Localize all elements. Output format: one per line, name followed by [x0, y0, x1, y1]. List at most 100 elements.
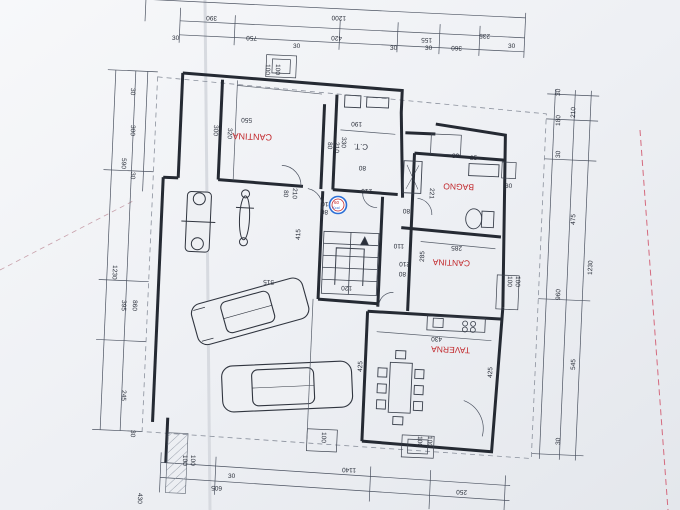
dim-bottom-605: 605	[211, 484, 222, 491]
dim-inner-80e: 80	[398, 270, 406, 277]
fire-rating-badge: 60 Kcal	[328, 195, 348, 215]
dim-top-30e: 30	[508, 43, 516, 50]
dim-left-860: 860	[131, 300, 138, 311]
dim-inner-100c: 100	[506, 276, 513, 287]
dim-inner-300: 300	[212, 125, 219, 136]
dim-right-30b: 30	[555, 150, 562, 158]
dim-inner-550: 550	[241, 116, 252, 123]
dim-inner-100f: 100	[416, 436, 423, 447]
badge-line1: 60	[334, 200, 340, 205]
dim-inner-100a: 100	[264, 64, 271, 75]
dim-top-1200: 1200	[331, 14, 346, 22]
ramp-hatch	[165, 432, 189, 494]
dim-bottom-250: 250	[456, 488, 467, 495]
dim-bottom-100b: 100	[189, 455, 196, 466]
dim-inner-80g: 80	[452, 153, 460, 160]
dim-inner-330: 330	[340, 137, 347, 148]
dim-inner-80c: 80	[358, 164, 366, 171]
dim-left-1230: 1230	[110, 265, 118, 280]
dim-left-245: 245	[120, 390, 127, 401]
dim-inner-80a: 80	[282, 190, 289, 198]
room-label-taverna: TAVERNA	[431, 344, 471, 355]
dim-top-155: 155	[421, 36, 432, 43]
dim-right-1230: 1230	[587, 260, 595, 275]
dim-top-390: 390	[206, 14, 217, 21]
dim-left-300: 300	[129, 125, 136, 136]
utility-fixtures	[343, 94, 390, 109]
room-label-bagno: BAGNO	[443, 181, 474, 192]
dim-top-420: 420	[331, 34, 342, 41]
dim-inner-100e: 100	[320, 432, 327, 443]
dim-left-30a: 30	[129, 88, 136, 96]
plan-drawing	[92, 0, 600, 510]
dim-inner-221: 221	[428, 188, 435, 199]
dim-inner-285: 285	[451, 244, 462, 251]
staircase	[320, 230, 380, 297]
dim-top-235: 235	[479, 32, 490, 39]
door-swings	[281, 165, 484, 437]
dining-table	[375, 350, 425, 426]
room-label-ct: C.T.	[354, 142, 369, 151]
dim-top-30d: 30	[425, 45, 433, 52]
margin-line	[639, 129, 669, 510]
dim-bottom-1140: 1140	[342, 466, 357, 473]
dim-inner-210b: 210	[321, 200, 332, 207]
dim-right-545: 545	[570, 359, 577, 370]
dim-inner-100d: 100	[514, 276, 521, 287]
dim-right-475: 475	[570, 214, 577, 225]
dim-inner-120: 120	[341, 284, 352, 291]
room-label-cantina-top: CANTINA	[232, 131, 272, 142]
bathroom-fixtures	[402, 160, 500, 230]
dim-left-395: 395	[120, 300, 127, 311]
bottom-dimension-lines	[159, 452, 511, 510]
dim-inner-430: 430	[431, 335, 442, 342]
right-dimension-lines	[531, 89, 600, 461]
dim-inner-80b: 80	[320, 208, 328, 215]
dim-inner-100b: 100	[274, 64, 281, 75]
text-layer: CANTINA C.T. BAGNO CANTINA TAVERNA 1200 …	[110, 14, 594, 505]
dim-right-30a: 30	[555, 88, 562, 96]
dim-top-30b: 30	[293, 43, 301, 50]
room-label-cantina-mid: CANTINA	[432, 257, 470, 268]
dim-right-960: 960	[555, 289, 562, 300]
car-top	[190, 277, 310, 346]
dim-bottom-100a: 100	[181, 455, 188, 466]
page-fold	[203, 0, 212, 510]
dim-inner-110: 110	[393, 242, 404, 249]
dim-inner-210e: 210	[333, 142, 340, 153]
dim-inner-190: 190	[351, 120, 362, 127]
badge-line2: Kcal	[333, 206, 340, 210]
walls	[151, 71, 507, 463]
dim-inner-80d: 80	[402, 207, 410, 214]
dim-inner-210a: 210	[291, 188, 298, 199]
dim-inner-30: 30	[505, 183, 513, 190]
left-dimension-lines	[92, 69, 158, 432]
dim-inner-425: 425	[357, 361, 364, 372]
dim-left-590: 590	[120, 158, 127, 169]
dim-bottom-430: 430	[136, 493, 143, 504]
motorcycle-left	[181, 190, 216, 253]
dim-inner-80f: 80	[326, 142, 333, 150]
dim-left-30b: 30	[129, 172, 136, 180]
dim-right-180: 180	[555, 115, 562, 126]
light-partitions	[232, 80, 496, 439]
window-openings	[265, 54, 520, 459]
dim-right-210: 210	[570, 107, 577, 118]
dim-inner-415: 415	[295, 229, 302, 240]
dim-inner-425b: 425	[487, 367, 494, 378]
motorcycle-right	[235, 189, 254, 247]
dim-inner-515: 515	[263, 278, 274, 285]
margin-line-left	[0, 199, 136, 271]
site-outline	[141, 76, 547, 459]
dim-inner-210c: 210	[361, 187, 372, 194]
car-bottom	[221, 360, 354, 413]
dim-top-750: 750	[246, 34, 257, 41]
kitchen-counter	[426, 315, 486, 333]
dim-right-30c: 30	[555, 437, 562, 445]
dim-inner-210d: 210	[399, 260, 410, 267]
dim-inner-25: 25	[470, 155, 478, 162]
dim-inner-320: 320	[226, 128, 233, 139]
top-dimension-lines	[144, 0, 527, 58]
